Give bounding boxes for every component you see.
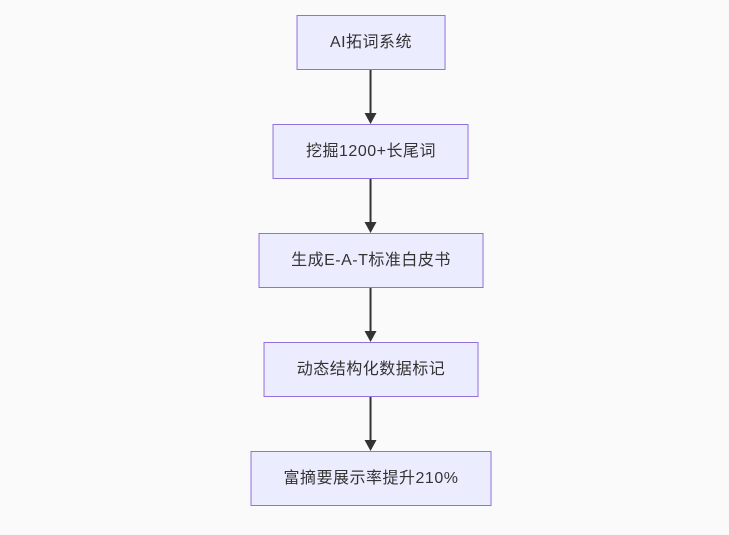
flow-node-label: 动态结构化数据标记: [296, 361, 446, 378]
flowchart: AI拓词系统 挖掘1200+长尾词 生成E-A-T标准白皮书 动态结构化数据标记: [250, 15, 492, 506]
flow-node-label: AI拓词系统: [329, 34, 413, 51]
flow-node-longtail-mining: 挖掘1200+长尾词: [273, 124, 469, 179]
arrow-head-icon: [365, 222, 377, 233]
arrow-line: [370, 397, 372, 440]
flow-edge-a-b: [365, 70, 377, 124]
flow-node-label: 富摘要展示率提升210%: [283, 470, 459, 487]
flow-edge-c-d: [365, 288, 377, 342]
arrow-head-icon: [365, 331, 377, 342]
arrow-head-icon: [365, 113, 377, 124]
flow-node-rich-snippet-result: 富摘要展示率提升210%: [250, 451, 492, 506]
flow-node-structured-data: 动态结构化数据标记: [263, 342, 479, 397]
flow-edge-d-e: [365, 397, 377, 451]
arrow-line: [370, 179, 372, 222]
flow-edge-b-c: [365, 179, 377, 233]
flow-node-ai-system: AI拓词系统: [296, 15, 446, 70]
flow-node-label: 挖掘1200+长尾词: [306, 143, 436, 160]
arrow-line: [370, 288, 372, 331]
arrow-line: [370, 70, 372, 113]
arrow-head-icon: [365, 440, 377, 451]
flow-node-label: 生成E-A-T标准白皮书: [291, 252, 451, 269]
flow-node-eat-whitepaper: 生成E-A-T标准白皮书: [258, 233, 484, 288]
